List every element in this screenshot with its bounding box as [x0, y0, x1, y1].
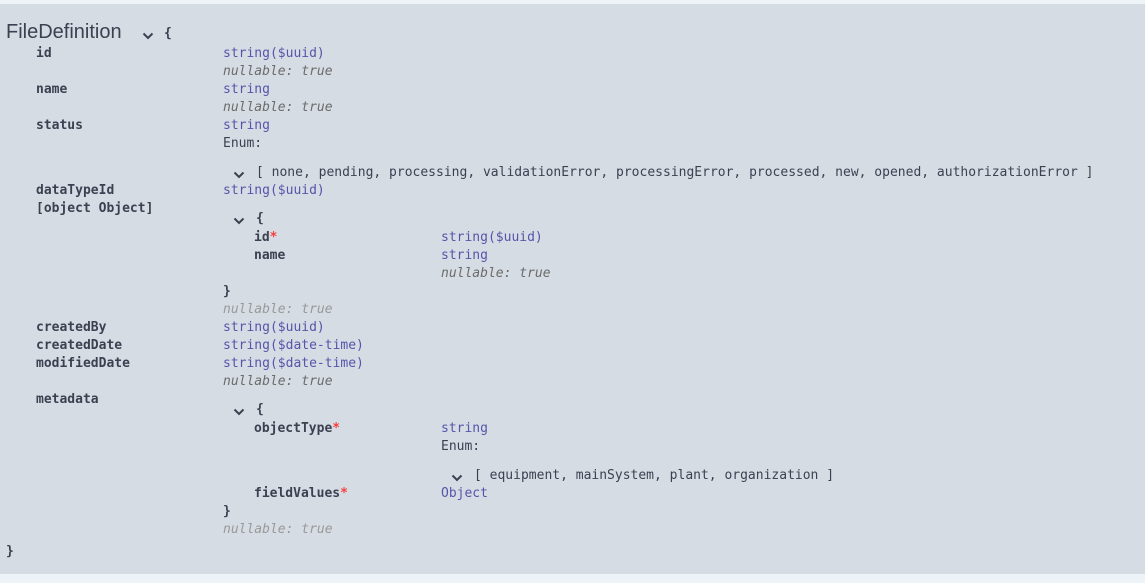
prop-createddate-type: string($date-time) [223, 338, 364, 353]
metadata-open-brace: { [256, 402, 264, 417]
metadata-objecttype-name: objectType* [254, 421, 341, 436]
chevron-down-icon[interactable] [142, 30, 154, 42]
model-close-brace: } [6, 544, 14, 559]
model-open-brace: { [164, 26, 172, 41]
objectowner-name-type: string [441, 248, 488, 263]
model-panel: FileDefinition { id string($uuid) nullab… [0, 4, 1145, 574]
prop-createdby-type: string($uuid) [223, 320, 325, 335]
prop-name-nullable: nullable: true [223, 100, 333, 115]
prop-datatypeid-name: dataTypeId [36, 183, 115, 198]
prop-modifieddate-name: modifiedDate [36, 356, 130, 371]
metadata-objecttype-type: string [441, 421, 488, 436]
prop-id-name: id [36, 46, 52, 61]
prop-modifieddate-nullable: nullable: true [223, 374, 333, 389]
prop-createddate-name: createdDate [36, 338, 123, 353]
metadata-fieldvalues-type: Object [441, 486, 488, 501]
prop-status-enum-values: [ none, pending, processing, validationE… [256, 165, 1094, 180]
prop-datatypeid-type: string($uuid) [223, 183, 325, 198]
required-marker: * [269, 230, 278, 245]
prop-name-type: string [223, 82, 270, 97]
objectowner-id-name: id* [254, 230, 278, 245]
prop-status-type: string [223, 118, 270, 133]
chevron-down-icon[interactable] [233, 215, 245, 227]
objectowner-nullable: nullable: true [223, 302, 333, 317]
prop-id-nullable: nullable: true [223, 64, 333, 79]
objectowner-name-nullable: nullable: true [441, 266, 551, 281]
prop-createdby-name: createdBy [36, 320, 107, 335]
prop-name-name: name [36, 82, 68, 97]
metadata-close-brace: } [223, 504, 231, 519]
objectowner-open-brace: { [256, 211, 264, 226]
prop-id-type: string($uuid) [223, 46, 325, 61]
objectowner-id-type: string($uuid) [441, 230, 543, 245]
model-title[interactable]: FileDefinition [6, 21, 122, 43]
required-marker: * [332, 421, 341, 436]
prop-status-enum-label: Enum: [223, 136, 263, 151]
metadata-fieldvalues-name: fieldValues* [254, 486, 348, 501]
objectowner-name-name: name [254, 248, 286, 263]
prop-metadata-name: metadata [36, 392, 99, 407]
required-marker: * [340, 486, 348, 501]
prop-objectowner-name: [object Object] [36, 201, 154, 216]
prop-modifieddate-type: string($date-time) [223, 356, 364, 371]
chevron-down-icon[interactable] [233, 169, 245, 181]
metadata-nullable: nullable: true [223, 522, 333, 537]
chevron-down-icon[interactable] [233, 406, 245, 418]
prop-status-name: status [36, 118, 83, 133]
chevron-down-icon[interactable] [451, 472, 463, 484]
metadata-objecttype-enum-values: [ equipment, mainSystem, plant, organiza… [474, 468, 835, 483]
objectowner-close-brace: } [223, 284, 231, 299]
metadata-objecttype-enum-label: Enum: [441, 439, 481, 454]
